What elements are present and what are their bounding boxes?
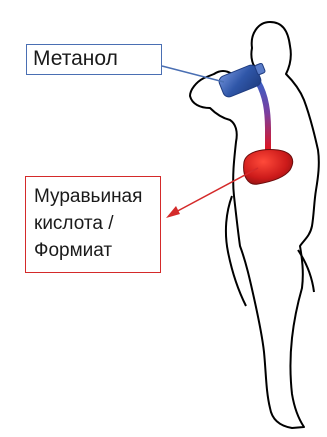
methanol-label: Метанол bbox=[26, 44, 162, 75]
formic-acid-label-line-3: Формиат bbox=[34, 237, 160, 264]
formic-acid-label: Муравьиная кислота / Формиат bbox=[25, 176, 161, 273]
formic-acid-label-line-1: Муравьиная bbox=[34, 183, 160, 210]
formic-acid-label-line-2: кислота / bbox=[34, 210, 160, 237]
